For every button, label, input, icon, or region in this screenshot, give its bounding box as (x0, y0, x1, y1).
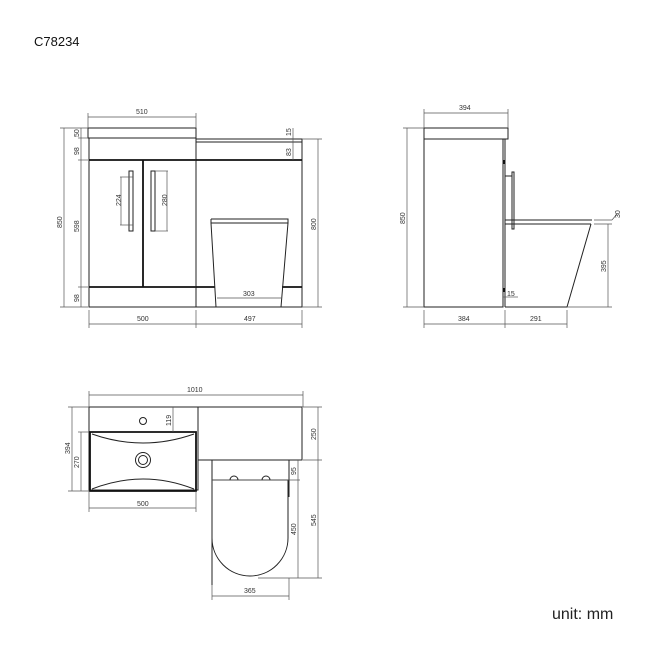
dim-pan-width: 365 (244, 588, 256, 595)
dim-side-height: 850 (400, 212, 407, 224)
dim-basin-depth: 270 (74, 456, 81, 468)
product-code: C78234 (34, 34, 80, 49)
basin-drain-inner (138, 455, 148, 465)
dim-seat-length: 450 (291, 523, 298, 535)
dim-wc-unit-width: 497 (244, 316, 256, 323)
dim-plinth: 98 (74, 294, 81, 302)
dim-top-depth: 394 (459, 105, 471, 112)
basin-curve-bottom (91, 478, 195, 490)
side-view: 30 395 15 394 850 384 291 (400, 105, 622, 328)
basin-rim (89, 431, 197, 492)
plan-vanity-top (88, 406, 199, 491)
dim-handle-left: 224 (116, 194, 123, 206)
dim-overall-height: 850 (57, 216, 64, 228)
basin-drain-outer (135, 452, 151, 468)
hinge-right (261, 475, 271, 481)
dim-basin-width: 500 (137, 501, 149, 508)
dim-top-rail: 98 (74, 147, 81, 155)
vanity-worktop (87, 127, 197, 139)
dim-wc-top: 15 (286, 128, 293, 136)
dim-plan-width: 1010 (187, 387, 203, 394)
toilet-pan (210, 222, 289, 308)
dim-wc-rail: 83 (286, 148, 293, 156)
basin-curve-top (91, 433, 195, 444)
dim-pan-base: 303 (243, 291, 255, 298)
handle-right (150, 170, 156, 232)
dim-seat-thickness: 30 (615, 210, 622, 218)
dim-wc-unit-depth: 250 (311, 428, 318, 440)
dim-pan-projection: 291 (530, 316, 542, 323)
dim-plan-depth: 394 (65, 442, 72, 454)
dim-wc-height: 800 (311, 218, 318, 230)
unit-label: unit: mm (552, 606, 614, 623)
dim-pan-length: 545 (311, 514, 318, 526)
dim-overall-width: 510 (136, 109, 148, 116)
dim-handle-right: 280 (162, 194, 169, 206)
dim-door-height: 598 (74, 220, 81, 232)
hinge-left (229, 475, 239, 481)
dim-cabinet-depth: 384 (458, 316, 470, 323)
plan-view: 1010 394 270 119 500 250 545 95 450 365 (65, 387, 322, 600)
toilet-seat-plan (211, 479, 289, 577)
dim-pan-height: 395 (601, 260, 608, 272)
front-view: 224 280 303 510 850 50 98 598 98 15 (57, 109, 322, 328)
dim-top-thickness: 50 (74, 129, 81, 137)
dim-tap-offset: 119 (166, 415, 173, 426)
handle-left (128, 170, 134, 232)
dim-vanity-width: 500 (137, 316, 149, 323)
side-worktop (423, 127, 509, 140)
toilet-seat (210, 218, 289, 224)
tap-hole (139, 417, 147, 425)
plan-wc-unit (197, 406, 303, 461)
side-handle (511, 171, 515, 230)
side-cabinet (423, 138, 504, 308)
side-pan (505, 223, 592, 308)
dim-panel-gap: 15 (507, 291, 515, 298)
dim-seat-gap: 95 (291, 467, 298, 475)
